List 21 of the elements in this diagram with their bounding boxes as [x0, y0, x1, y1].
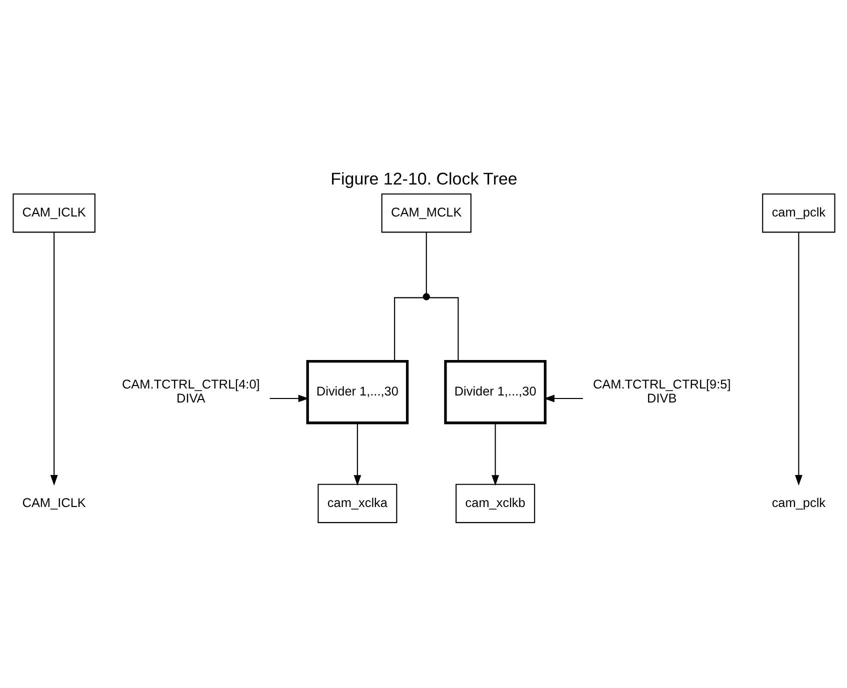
diagram-title: Figure 12-10. Clock Tree	[330, 168, 517, 188]
node-box: Divider 1,...,30	[444, 360, 546, 424]
arrow	[269, 394, 308, 402]
arrow	[794, 232, 802, 486]
connector	[394, 296, 423, 361]
arrow	[353, 422, 361, 486]
node-box: Divider 1,...,30	[306, 360, 408, 424]
node-text: CAM.TCTRL_CTRL[9:5] DIVB	[592, 376, 730, 405]
node-box: CAM_MCLK	[380, 192, 471, 232]
node-box: cam_xclka	[317, 483, 397, 523]
arrow	[491, 422, 499, 486]
node-text: CAM.TCTRL_CTRL[4:0] DIVA	[121, 376, 260, 405]
node-box: cam_pclk	[762, 192, 835, 232]
connector	[425, 232, 426, 294]
connector	[428, 296, 458, 361]
node-circle	[422, 292, 430, 300]
node-text: cam_pclk	[771, 494, 826, 510]
node-text: CAM_ICLK	[22, 494, 86, 510]
arrow	[50, 232, 58, 486]
node-box: CAM_ICLK	[12, 192, 95, 232]
node-box: cam_xclkb	[455, 483, 535, 523]
